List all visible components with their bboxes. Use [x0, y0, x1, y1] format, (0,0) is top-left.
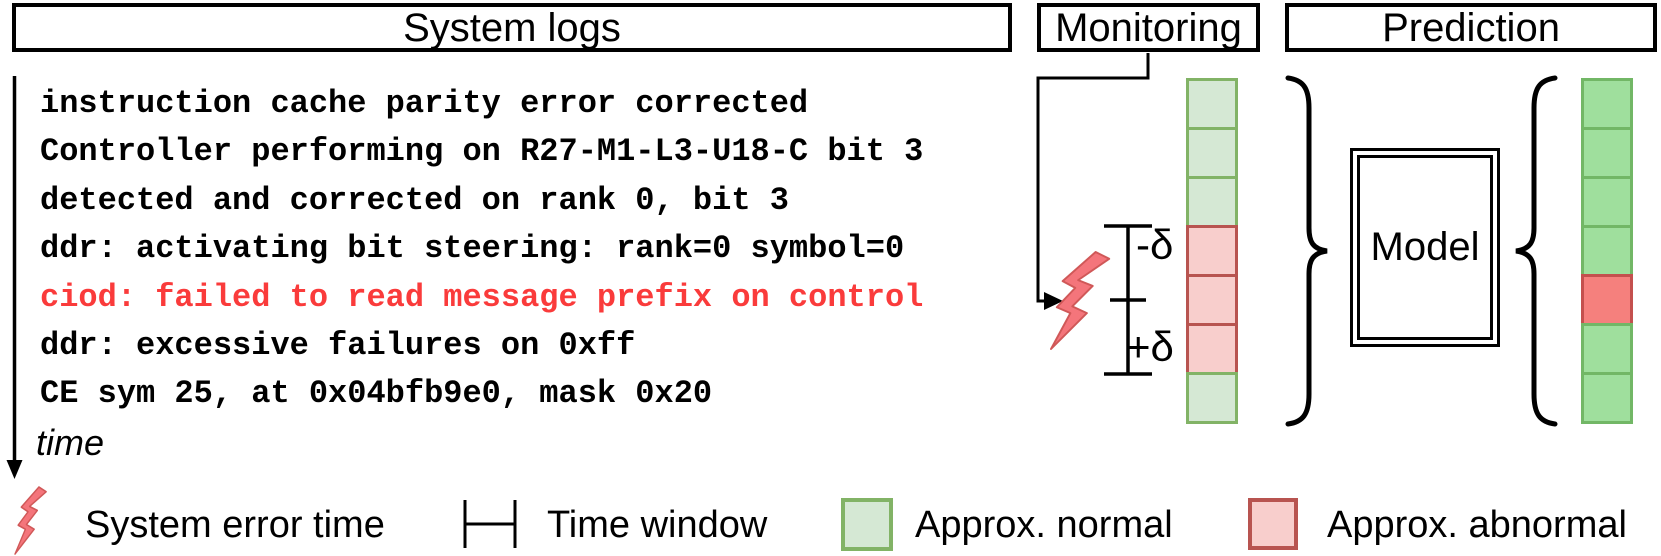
mon-cell-normal	[1186, 372, 1238, 424]
log-line: detected and corrected on rank 0, bit 3	[40, 181, 789, 219]
mon-cell-normal	[1186, 127, 1238, 179]
log-line: CE sym 25, at 0x04bfb9e0, mask 0x20	[40, 375, 713, 413]
log-line: Controller performing on R27-M1-L3-U18-C…	[40, 133, 924, 171]
pred-cell-normal	[1581, 225, 1633, 277]
legend-normal-label: Approx. normal	[915, 504, 1173, 546]
legend-time-window-label: Time window	[547, 504, 768, 546]
legend-abnormal-swatch	[1248, 498, 1298, 550]
mon-cell-normal	[1186, 78, 1238, 130]
mon-cell-normal	[1186, 176, 1238, 228]
prediction-header: Prediction	[1285, 3, 1657, 52]
right-brace	[1515, 75, 1558, 427]
time-axis-arrow	[6, 76, 23, 479]
monitoring-connector-arrow	[1036, 53, 1150, 310]
log-line: ddr: activating bit steering: rank=0 sym…	[40, 230, 905, 268]
prediction-title: Prediction	[1382, 5, 1560, 50]
pred-cell-normal	[1581, 127, 1633, 179]
log-lines: instruction cache parity error corrected…	[40, 80, 970, 419]
legend-normal-swatch	[841, 498, 893, 551]
lightning-bolt-icon	[1050, 251, 1111, 350]
legend-error-time-label: System error time	[85, 504, 385, 546]
legend-lightning-icon	[14, 486, 47, 555]
pred-cell-normal	[1581, 323, 1633, 375]
log-line: instruction cache parity error corrected	[40, 85, 809, 122]
pred-cell-normal	[1581, 176, 1633, 228]
prediction-column	[1581, 78, 1633, 424]
system-logs-title: System logs	[403, 5, 621, 50]
delta-plus-label: +δ	[1126, 323, 1174, 370]
delta-minus-label: -δ	[1136, 221, 1174, 268]
log-line: ciod: failed to read message prefix on c…	[40, 278, 924, 316]
model-box-inner: Model	[1357, 155, 1493, 340]
mon-cell-abnormal	[1186, 274, 1238, 326]
mon-cell-abnormal	[1186, 323, 1238, 375]
time-axis-label: time	[36, 422, 105, 463]
model-label: Model	[1370, 225, 1480, 269]
mon-cell-abnormal	[1186, 225, 1238, 277]
log-line: ddr: excessive failures on 0xff	[40, 326, 636, 364]
monitoring-header: Monitoring	[1037, 3, 1260, 52]
pred-cell-normal	[1581, 372, 1633, 424]
monitoring-column	[1186, 78, 1238, 424]
legend-time-window-icon	[463, 500, 517, 548]
monitoring-title: Monitoring	[1055, 5, 1242, 50]
system-logs-header: System logs	[12, 3, 1012, 52]
pred-cell-abnormal	[1581, 274, 1633, 326]
pred-cell-normal	[1581, 78, 1633, 130]
left-brace	[1285, 75, 1328, 427]
model-box: Model	[1350, 148, 1500, 347]
legend-abnormal-label: Approx. abnormal	[1327, 504, 1627, 546]
